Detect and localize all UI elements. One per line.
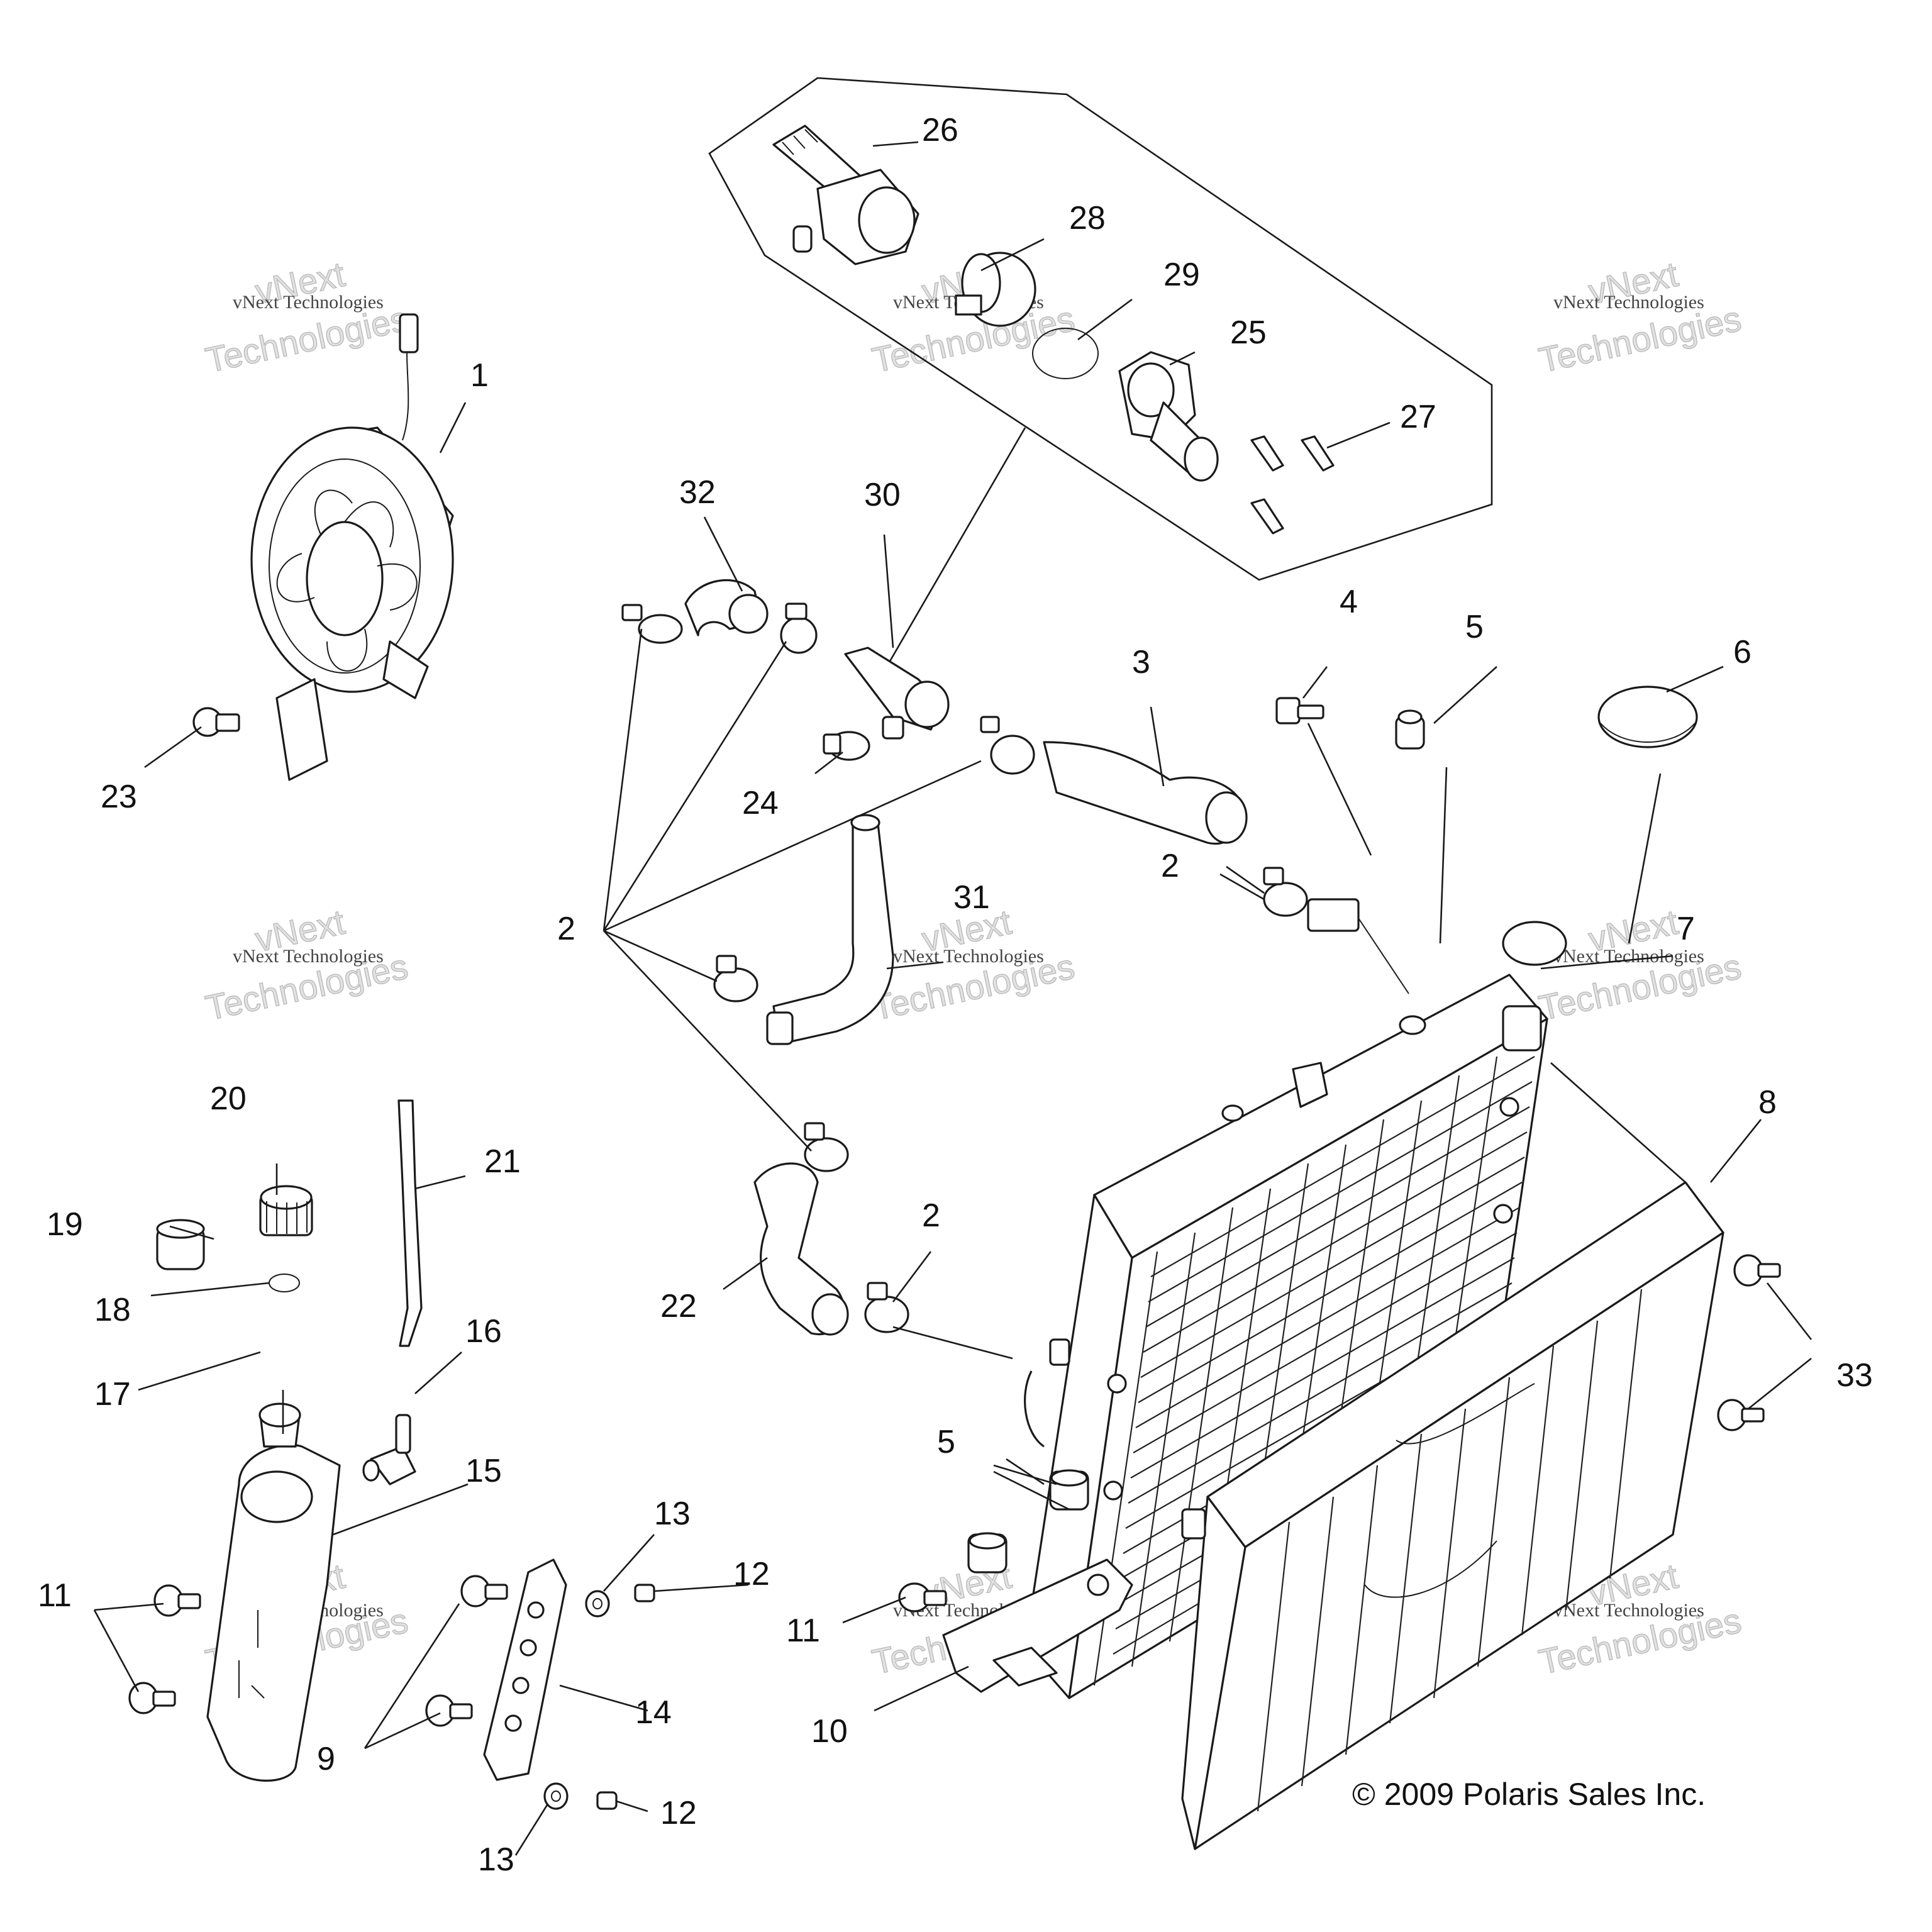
callout-1: 1 <box>470 357 489 394</box>
callout-2-lower: 2 <box>922 1197 940 1234</box>
hose-clamp-part-2 <box>864 1282 909 1333</box>
callout-8: 8 <box>1758 1084 1777 1121</box>
callout-14: 14 <box>635 1694 672 1731</box>
callout-32: 32 <box>679 474 716 511</box>
callout-2-cluster: 2 <box>557 911 575 947</box>
callout-23: 23 <box>101 779 137 815</box>
fan-switch-connector <box>1307 898 1409 994</box>
fitting-cap-part-5 <box>1395 709 1425 750</box>
radiator-hose-part-22 <box>753 1162 849 1336</box>
temperature-sensor-part-4 <box>1275 697 1324 724</box>
seal-ring-part-18 <box>269 1274 300 1292</box>
bottle-cap-part-20 <box>259 1185 313 1236</box>
callout-12-upper: 12 <box>733 1556 770 1592</box>
bolt-part-11 <box>898 1582 947 1613</box>
watermark-label: vNext Technologies <box>1553 1600 1704 1621</box>
callout-24: 24 <box>742 785 779 821</box>
overflow-tube-part-21 <box>397 1099 423 1347</box>
watermark-label: vNext Technologies <box>233 292 384 313</box>
bracket-part-14 <box>483 1558 567 1781</box>
callout-19: 19 <box>47 1206 83 1243</box>
callout-12-lower: 12 <box>660 1795 697 1831</box>
callout-5-upper: 5 <box>1465 609 1484 645</box>
copyright-notice: © 2009 Polaris Sales Inc. <box>1352 1777 1706 1812</box>
hose-clamp-part-2 <box>1263 867 1308 917</box>
screen-bolt-part-33 <box>1733 1254 1781 1287</box>
hose-clamp-part-2 <box>804 1122 849 1172</box>
hose-part-31 <box>766 814 894 1045</box>
leader-lines <box>93 141 1813 1856</box>
hose-clamp-part-24 <box>823 731 870 761</box>
spacer-part-12 <box>634 1584 655 1602</box>
hose-clamp-part-2 <box>980 716 1035 775</box>
bolt-part-9 <box>425 1694 473 1727</box>
callout-labels: 1 2 2 2 3 4 5 5 6 7 8 9 10 11 11 12 12 1… <box>38 112 1873 1878</box>
callout-27: 27 <box>1400 399 1436 435</box>
callout-33: 33 <box>1836 1357 1873 1394</box>
bolt-part-11 <box>128 1682 176 1714</box>
callout-21: 21 <box>484 1143 521 1180</box>
watermark-label: vNext Technologies <box>1553 292 1704 313</box>
callout-10: 10 <box>811 1713 848 1750</box>
callout-11-left: 11 <box>38 1577 72 1614</box>
callout-25: 25 <box>1230 314 1267 351</box>
thermostat-assembly-outline <box>708 77 1493 581</box>
callout-26: 26 <box>922 112 958 148</box>
thermostat-cover-part-25 <box>1118 351 1219 482</box>
callout-20: 20 <box>210 1080 247 1117</box>
watermark-label: vNext Technologies <box>893 946 1044 967</box>
callout-2-right: 2 <box>1161 848 1179 884</box>
callout-16: 16 <box>465 1313 502 1350</box>
callout-31: 31 <box>953 879 990 916</box>
screen-bolt-part-33 <box>1717 1399 1765 1431</box>
bypass-fitting-part-30 <box>844 647 950 740</box>
callout-6: 6 <box>1733 634 1752 670</box>
radiator-screen-part-8 <box>1181 1181 1724 1850</box>
hose-part-32 <box>684 579 769 636</box>
fitting-cap-part-5 <box>967 1532 1008 1574</box>
hose-clamp-part-2 <box>780 602 818 654</box>
thermostat-housing-part-26 <box>772 125 919 265</box>
callout-22: 22 <box>660 1288 697 1324</box>
callout-9: 9 <box>317 1741 335 1777</box>
cooling-fan-part-1 <box>250 313 454 781</box>
hose-clamp-part-2 <box>713 955 758 1002</box>
callout-28: 28 <box>1069 200 1106 236</box>
callout-13-lower: 13 <box>478 1841 514 1878</box>
o-ring-part-29 <box>1032 328 1099 379</box>
watermark-label: vNext Technologies <box>1553 946 1704 967</box>
callout-3: 3 <box>1132 644 1150 680</box>
bottle-fill-neck-part-17 <box>258 1402 301 1448</box>
radiator-hose-part-3 <box>1043 741 1248 845</box>
fitting-cap-part-5 <box>1049 1469 1089 1511</box>
thermostat-part-28 <box>955 252 1036 327</box>
callout-15: 15 <box>465 1453 502 1489</box>
plug-part-19 <box>156 1219 205 1270</box>
callout-17: 17 <box>94 1376 131 1413</box>
callout-29: 29 <box>1163 257 1200 293</box>
callout-4: 4 <box>1340 584 1358 620</box>
washer-part-13 <box>543 1782 569 1810</box>
watermark-label: vNext Technologies <box>233 946 384 967</box>
assembly-leader-30 <box>886 427 1026 667</box>
bolt-part-9 <box>460 1575 508 1607</box>
callout-18: 18 <box>94 1292 131 1328</box>
washer-part-13 <box>585 1590 610 1618</box>
elbow-fitting-part-16 <box>362 1414 416 1485</box>
callout-7: 7 <box>1677 911 1695 947</box>
bolt-part-11 <box>153 1584 201 1617</box>
overflow-bottle-part-15 <box>206 1443 341 1782</box>
callout-13-upper: 13 <box>654 1496 691 1532</box>
callout-11-center: 11 <box>786 1613 820 1649</box>
screw-part-27 <box>1250 435 1335 535</box>
callout-30: 30 <box>864 477 901 513</box>
fan-bolt-part-23 <box>192 707 240 737</box>
callout-5-lower: 5 <box>937 1424 955 1460</box>
hose-clamp-part-2 <box>621 604 683 644</box>
radiator-cap-part-6 <box>1597 686 1698 748</box>
spacer-part-12 <box>596 1791 618 1810</box>
